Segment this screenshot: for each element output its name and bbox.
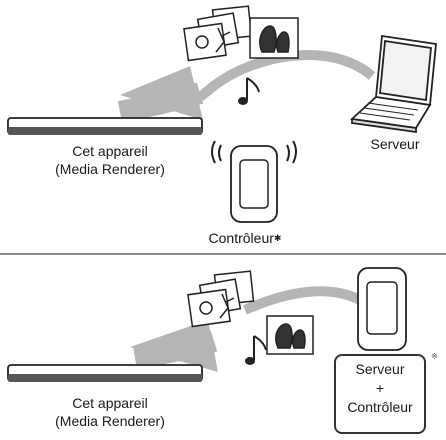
controller-label: Contrôleur✱ [190, 229, 300, 247]
top-photo-stack-icon [183, 5, 299, 62]
top-music-note-icon [238, 77, 260, 105]
box-line-plus: + [375, 380, 385, 396]
top-device-label: Cet appareil (Media Renderer) [30, 142, 190, 178]
bottom-device-label-line2: (Media Renderer) [55, 413, 165, 429]
bottom-device-icon [7, 364, 203, 382]
top-device-icon [7, 117, 203, 135]
server-controller-box: Serveur + Contrôleur [334, 354, 426, 434]
section-divider [0, 253, 446, 255]
top-device-label-line1: Cet appareil [72, 143, 148, 159]
bottom-photo-stack-icon [187, 270, 314, 355]
top-device-label-line2: (Media Renderer) [55, 161, 165, 177]
box-line-controller: Contrôleur [347, 399, 413, 415]
bottom-transfer-arrow [130, 286, 363, 372]
controller-footnote-mark: ✱ [273, 233, 282, 243]
bottom-device-label: Cet appareil (Media Renderer) [30, 394, 190, 430]
bottom-phone-icon [357, 267, 407, 351]
controller-label-text: Contrôleur [208, 230, 274, 246]
bottom-device-label-line1: Cet appareil [72, 395, 148, 411]
box-footnote-mark: ※ [431, 352, 438, 361]
server-label: Serveur [370, 136, 420, 152]
laptop-icon [349, 34, 437, 134]
top-phone-icon [211, 140, 297, 223]
bottom-music-note-icon [245, 335, 267, 365]
box-line-server: Serveur [355, 361, 405, 377]
